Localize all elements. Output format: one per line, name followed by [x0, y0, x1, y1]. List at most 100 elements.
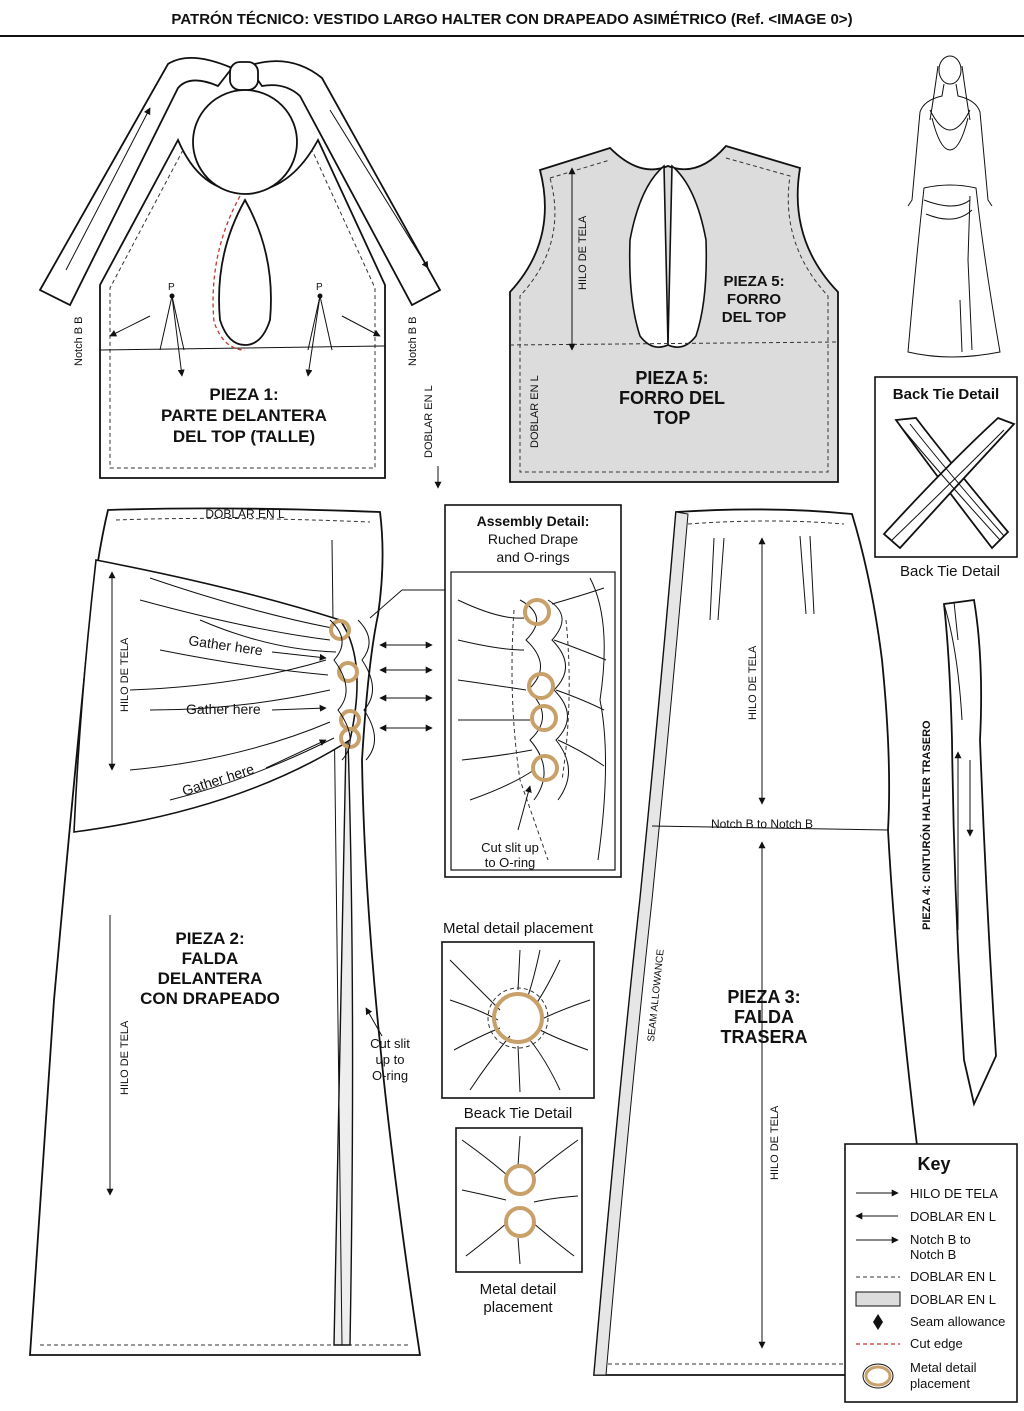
legend-label-3b: Notch B	[910, 1247, 956, 1262]
metal-detail-box-1: Metal detail placement Beack Tie Detail	[441, 920, 595, 1122]
detail-leader-line	[369, 589, 403, 619]
lining-keyhole-left	[628, 164, 669, 348]
metal-detail-box-2: Metal detail placement	[455, 1127, 583, 1316]
assembly-sub-2: and O-rings	[496, 549, 569, 565]
piece-2-front-skirt: DOBLAR EN L HILO DE TELA Gather here Gat…	[29, 507, 446, 1356]
notch-label-right: Notch B B	[407, 316, 419, 366]
tie-belt-label: PIEZA 4: CINTURÓN HALTER TRASERO	[920, 720, 933, 930]
halter-strap-left	[38, 56, 234, 307]
tie-belt-outline	[943, 598, 997, 1107]
legend-label-3a: Notch B to	[910, 1232, 971, 1247]
back-skirt-seam-allowance	[593, 511, 689, 1376]
metal-2-ring-1	[504, 1164, 536, 1196]
lining-keyhole-right	[667, 164, 708, 348]
dart-arrow-left-2	[109, 315, 151, 337]
back-skirt-grain-lower-label: HILO DE TELA	[769, 1105, 781, 1180]
back-dart-2	[799, 535, 815, 615]
assembly-ring-1	[523, 598, 551, 626]
lining-title-upper-3: DEL TOP	[722, 309, 786, 326]
piece-1-front-top: P P Notch B B Notch B B DOBLAR EN L PIEZ…	[38, 56, 442, 489]
metal-1-heading: Metal detail placement	[443, 920, 594, 937]
gather-arrow-1	[271, 651, 327, 661]
front-skirt-grain-upper-label: HILO DE TELA	[119, 637, 131, 712]
back-skirt-title-1: PIEZA 3:	[727, 987, 800, 1007]
legend-metal-ring-outline	[862, 1363, 894, 1389]
back-skirt-grain-upper-label: HILO DE TELA	[747, 645, 759, 720]
back-skirt-title-3: TRASERA	[720, 1027, 807, 1047]
front-skirt-fold-label: DOBLAR EN L	[205, 507, 285, 521]
bust-line	[99, 345, 386, 351]
dart-right	[307, 295, 333, 351]
halter-knot	[229, 61, 259, 91]
metal-2-caption-1: Metal detail	[480, 1281, 557, 1298]
piece-1-title-2: PARTE DELANTERA	[161, 406, 327, 425]
dart-label-left: P	[168, 282, 175, 293]
assembly-detail-box: Assembly Detail: Ruched Drape and O-ring…	[444, 504, 622, 878]
drape-panel	[73, 559, 358, 833]
front-skirt-title-3: DELANTERA	[158, 969, 263, 988]
legend-label-1: HILO DE TELA	[910, 1186, 998, 1201]
garment-figure-sketch	[907, 55, 1001, 358]
front-skirt-title-2: FALDA	[182, 949, 239, 968]
assembly-slit-1: Cut slit up	[481, 840, 539, 855]
tie-belt-fold	[943, 601, 963, 721]
keyhole-cut-edge	[212, 195, 246, 351]
assembly-ring-2	[527, 672, 555, 700]
legend-label-8b: placement	[910, 1376, 970, 1391]
neck-opening	[192, 89, 298, 195]
legend-label-5: DOBLAR EN L	[910, 1292, 996, 1307]
piece-5-lining: HILO DE TELA DOBLAR EN L PIEZA 5: FORRO …	[509, 144, 839, 483]
assembly-ruching	[457, 587, 607, 801]
front-skirt-grain-lower-label: HILO DE TELA	[119, 1020, 131, 1095]
drape-folds	[129, 577, 337, 801]
lining-fold-label: DOBLAR EN L	[529, 375, 541, 448]
front-slit-label-1: Cut slit	[370, 1036, 410, 1051]
metal-2-caption-2: placement	[483, 1299, 553, 1316]
assembly-ring-4	[531, 754, 559, 782]
bodice-seam-line	[109, 149, 376, 469]
notch-label-left: Notch B B	[73, 316, 85, 366]
figure-leg	[959, 299, 963, 353]
assembly-slit-2: to O-ring	[485, 855, 536, 870]
legend-diamond-icon	[873, 1314, 883, 1330]
assembly-right-panel	[589, 577, 607, 861]
front-skirt-title-1: PIEZA 2:	[175, 929, 244, 948]
gather-label-2: Gather here	[186, 701, 261, 717]
legend-key: Key HILO DE TELA DOBLAR EN L Notch B to …	[844, 1143, 1018, 1403]
slit-label-arrow	[365, 1007, 383, 1037]
back-tie-detail-box: Back Tie Detail Back Tie Detail	[874, 376, 1018, 580]
assembly-slit-arrow	[517, 785, 532, 831]
lining-title-lower-2: FORRO DEL	[619, 388, 725, 408]
dart-arrow-left-1	[171, 295, 185, 377]
piece-4-tie-belt: PIEZA 4: CINTURÓN HALTER TRASERO	[920, 598, 997, 1107]
dart-left	[159, 295, 185, 351]
metal-1-ring-seam	[487, 987, 549, 1049]
assembly-cut-line	[511, 609, 570, 861]
figure-top	[929, 109, 971, 151]
front-skirt-slit	[333, 738, 354, 1346]
back-skirt-title-2: FALDA	[734, 1007, 794, 1027]
metal-1-frame	[441, 941, 595, 1099]
lining-grain-label: HILO DE TELA	[577, 215, 589, 290]
dart-arrow-right-1	[305, 295, 321, 377]
legend-grey-fill-icon	[855, 1291, 901, 1307]
keyhole-opening	[218, 198, 272, 346]
metal-1-gathers	[449, 949, 591, 1093]
legend-label-8a: Metal detail	[910, 1360, 977, 1375]
lining-title-upper-1: PIEZA 5:	[723, 273, 784, 290]
legend-title: Key	[917, 1154, 950, 1174]
legend-label-6: Seam allowance	[910, 1314, 1005, 1329]
front-slit-label-3: O-ring	[372, 1068, 408, 1083]
gather-arrow-2	[271, 704, 327, 712]
front-ring-2	[337, 661, 359, 683]
strap-grain-right	[329, 109, 429, 269]
page-title: PATRÓN TÉCNICO: VESTIDO LARGO HALTER CON…	[171, 10, 852, 28]
front-ring-4	[339, 727, 361, 749]
halter-strap-right	[246, 60, 442, 307]
legend-label-7: Cut edge	[910, 1336, 963, 1351]
gather-arrow-3	[265, 739, 327, 769]
piece-1-title-3: DEL TOP (TALLE)	[173, 427, 315, 446]
legend-metal-ring-icon	[864, 1365, 892, 1387]
lining-waist-line	[509, 341, 839, 346]
